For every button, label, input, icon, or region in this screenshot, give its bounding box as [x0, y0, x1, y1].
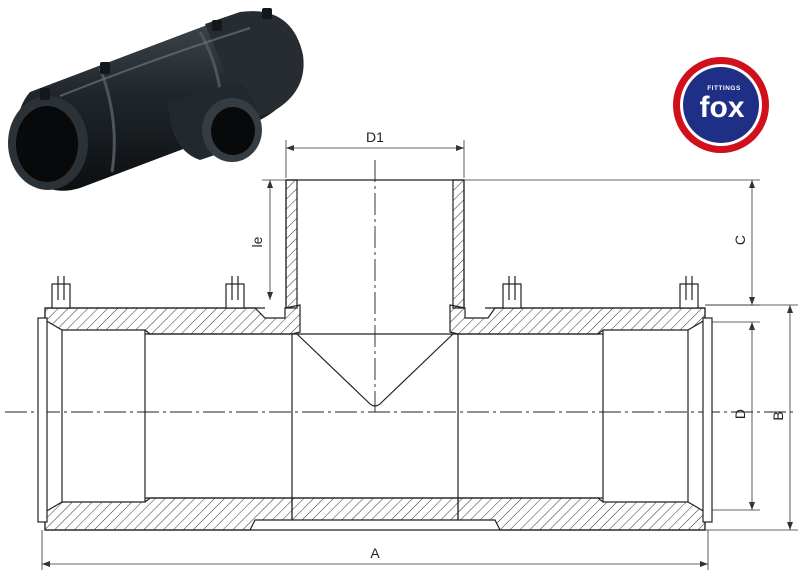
label-d: D: [732, 409, 748, 419]
top-wall-right-hatch: [449, 304, 706, 335]
logo-brand-text: fox: [700, 91, 745, 124]
photo-left-opening: [16, 106, 78, 182]
tee-cross-section: [5, 160, 795, 531]
label-a: A: [370, 545, 380, 561]
terminal-pin-3: [502, 276, 522, 309]
photo-highlight: [59, 27, 251, 97]
dimension-labels: D1 le C D B A: [249, 129, 786, 561]
photo-terminal-4: [262, 8, 272, 19]
terminal-pin-4: [679, 276, 699, 309]
bottom-wall-left-hatch: [44, 497, 293, 531]
fox-fittings-logo: fox FITTINGS: [673, 57, 769, 153]
terminal-pin-1: [51, 276, 71, 309]
right-end-lip: [702, 317, 713, 523]
logo-field: [683, 67, 759, 143]
label-d1: D1: [366, 129, 384, 145]
product-photo: [8, 8, 304, 191]
branch-right-wall-hatch: [452, 179, 465, 309]
label-c: C: [732, 235, 748, 245]
branch-left-wall-hatch: [285, 179, 298, 309]
photo-right-sleeve: [205, 11, 304, 121]
bottom-wall-middle-hatch: [291, 497, 459, 521]
photo-terminal-1: [40, 88, 50, 100]
bottom-wall-right-hatch: [457, 497, 706, 531]
logo-tagline-text: FITTINGS: [707, 85, 741, 92]
dimension-arrows: [42, 145, 793, 567]
photo-branch-opening: [211, 107, 255, 155]
branch-outer-outline: [285, 179, 465, 308]
top-wall-hatch: [44, 304, 301, 335]
photo-terminal-3: [212, 20, 222, 31]
photo-terminal-2: [100, 62, 110, 74]
terminal-pin-2: [225, 276, 245, 309]
dimension-lines: [41, 140, 798, 570]
label-b: B: [770, 411, 786, 420]
label-le: le: [249, 236, 265, 247]
left-end-lip: [37, 317, 48, 523]
branch-bore-cone: [296, 333, 454, 407]
